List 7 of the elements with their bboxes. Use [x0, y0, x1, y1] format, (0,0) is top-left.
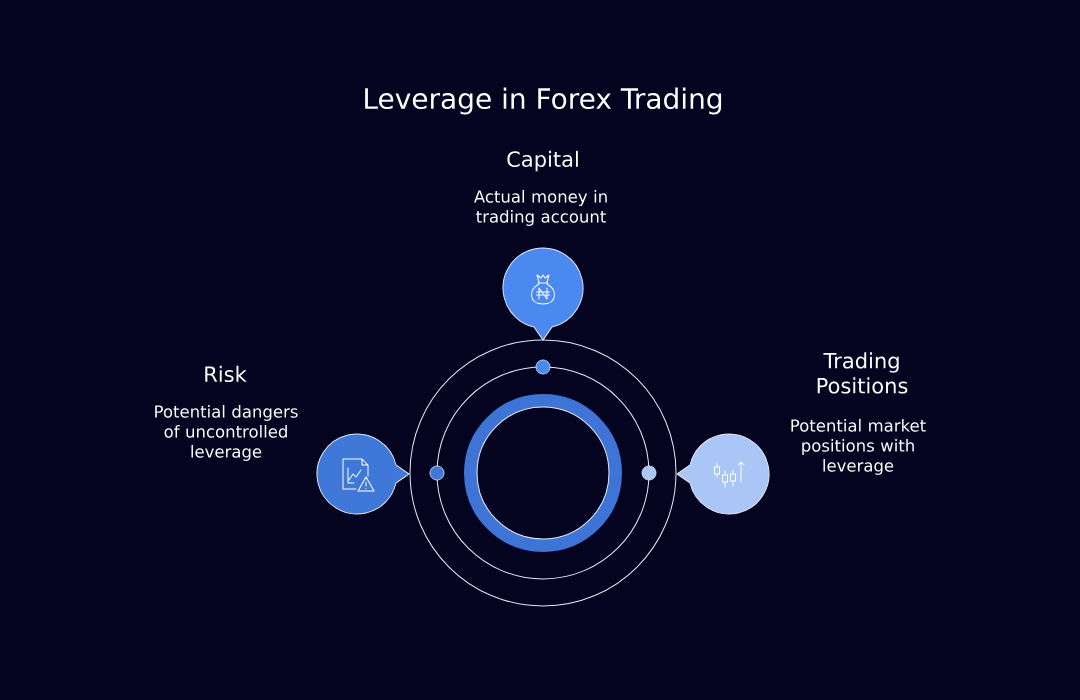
title: Leverage in Forex Trading: [365, 87, 722, 115]
description: Potential market positions with leverage: [791, 419, 926, 475]
description: Actual money in trading account: [474, 190, 607, 226]
heading: Risk: [205, 365, 247, 383]
heading: Trading Positions: [817, 352, 908, 394]
description: Potential dangers of uncontrolled leverage: [155, 405, 298, 461]
heading: Capital: [507, 150, 578, 172]
